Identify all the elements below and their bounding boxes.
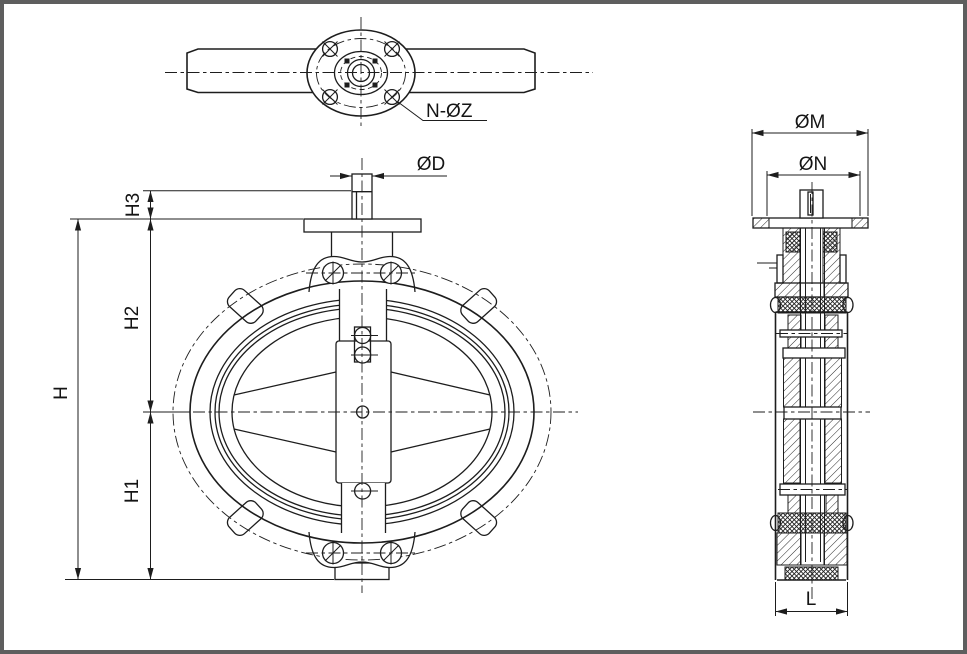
dim-label-n: ØN bbox=[799, 154, 828, 175]
dim-label-m: ØM bbox=[795, 112, 826, 133]
body-lugs bbox=[226, 287, 498, 537]
centerlines bbox=[148, 158, 578, 593]
dim-face-to-face: L bbox=[775, 582, 848, 616]
leader-line bbox=[397, 101, 487, 121]
body-faces bbox=[774, 311, 849, 581]
top-view: N-ØZ bbox=[165, 17, 593, 129]
stem-section bbox=[799, 189, 824, 219]
dim-stem-height: H3 bbox=[123, 190, 154, 219]
dim-upper-height: H2 bbox=[122, 219, 154, 412]
dim-lower-height: H1 bbox=[122, 412, 154, 580]
dim-label-h: H bbox=[51, 386, 72, 400]
disc-cone-lines bbox=[233, 371, 491, 453]
dim-flange-outer-diameter: ØM bbox=[751, 112, 869, 216]
dim-label-h2: H2 bbox=[122, 306, 143, 330]
keyway bbox=[807, 191, 814, 216]
dim-flange-pilot-diameter: ØN bbox=[766, 154, 861, 216]
bonnet-section bbox=[757, 227, 849, 298]
shaft-bore-lines bbox=[800, 228, 825, 565]
bottom-seal bbox=[784, 566, 839, 581]
dimensions: H3 H2 H1 H ØD bbox=[51, 154, 447, 580]
side-view: ØM ØN L bbox=[751, 112, 870, 616]
centerlines bbox=[753, 182, 870, 600]
dim-label-h3: H3 bbox=[123, 193, 144, 217]
dim-label-d: ØD bbox=[417, 154, 446, 175]
bolt-pattern-callout: N-ØZ bbox=[397, 101, 487, 122]
dim-total-height: H bbox=[51, 219, 82, 580]
dim-stem-diameter: ØD bbox=[330, 154, 447, 180]
mount-flange-plate bbox=[303, 218, 422, 233]
packing bbox=[822, 231, 838, 253]
packing bbox=[785, 231, 801, 253]
dimensions: ØM ØN L bbox=[751, 112, 869, 616]
bolt-pattern-label: N-ØZ bbox=[426, 101, 473, 122]
centerlines bbox=[165, 17, 593, 129]
hub-bolts bbox=[351, 326, 378, 500]
extension-lines bbox=[65, 190, 351, 580]
cross-pins bbox=[776, 329, 847, 496]
dim-label-l: L bbox=[806, 589, 817, 610]
dim-label-h1: H1 bbox=[122, 479, 143, 503]
front-view: H3 H2 H1 H ØD bbox=[51, 154, 578, 593]
pipe-body bbox=[186, 48, 536, 94]
mount-flange bbox=[752, 217, 869, 229]
bolt-holes bbox=[321, 40, 401, 106]
